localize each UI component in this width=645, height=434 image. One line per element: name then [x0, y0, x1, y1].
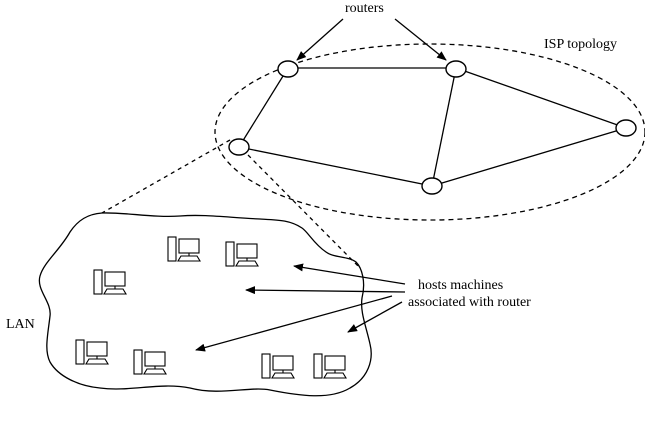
isp-topology-label: ISP topology [544, 37, 617, 52]
routers-label: routers [345, 1, 384, 16]
hosts-arrow-4 [347, 301, 403, 333]
zoom-line-right [247, 154, 361, 269]
link-b-d [455, 67, 627, 129]
link-b-e [431, 67, 457, 187]
routers-arrow-right [394, 18, 447, 61]
link-a-c [238, 67, 289, 148]
router-d [615, 119, 637, 137]
router-links [238, 67, 627, 187]
hosts-label-line1: hosts machines [418, 278, 503, 293]
link-c-e [238, 146, 433, 187]
host-machine-icon [225, 241, 259, 267]
host-machine-icon [313, 353, 347, 379]
router-e [421, 177, 443, 195]
isp-topology-boundary [214, 43, 645, 221]
host-machine-icon [133, 349, 167, 375]
routers-arrow-left [296, 18, 344, 61]
host-machine-icon [93, 269, 127, 295]
link-d-e [431, 127, 627, 187]
host-machine-icon [75, 339, 109, 365]
host-machine-icon [167, 236, 201, 262]
router-a [277, 60, 299, 78]
host-machines [75, 236, 347, 379]
lan-label: LAN [6, 317, 35, 332]
hosts-arrow-1 [293, 263, 406, 285]
host-machine-icon [261, 353, 295, 379]
router-c [228, 138, 250, 156]
hosts-arrow-2 [245, 286, 406, 295]
zoom-line-left [101, 139, 231, 214]
router-b [445, 60, 467, 78]
hosts-arrow-3 [195, 295, 393, 352]
lan-cloud [38, 212, 372, 397]
hosts-label-line2: associated with router [408, 295, 531, 310]
